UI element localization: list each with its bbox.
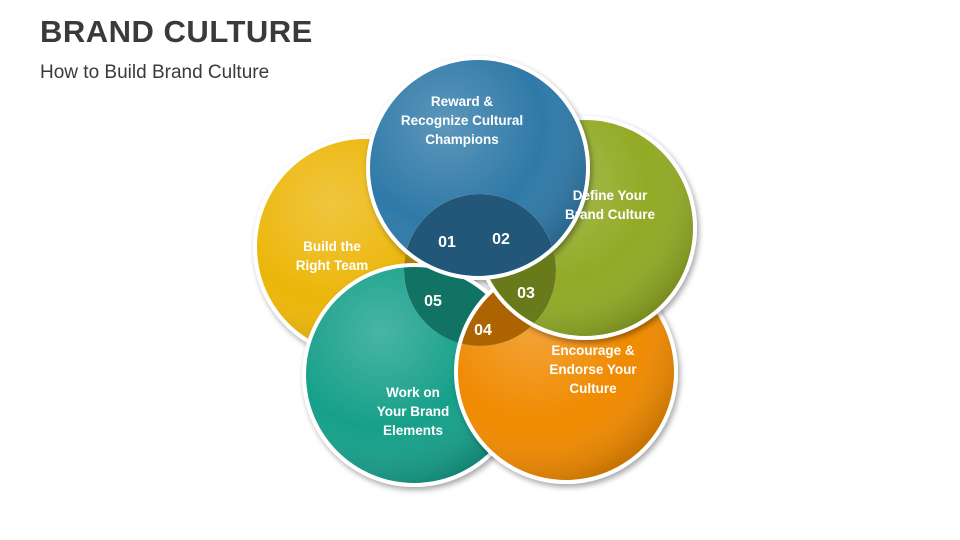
page-title: BRAND CULTURE (40, 14, 313, 49)
step-label-line: Endorse Your (549, 362, 637, 377)
step-label-line: Your Brand (377, 404, 450, 419)
petal-center-02 (473, 194, 556, 340)
step-label-line: Work on (386, 385, 440, 400)
step-label-line: Recognize Cultural (401, 113, 523, 128)
step-number-03: 03 (517, 285, 535, 302)
step-number-01: 01 (438, 234, 456, 251)
page-subtitle: How to Build Brand Culture (40, 62, 270, 83)
step-label-line: Right Team (296, 258, 369, 273)
step-label-line: Champions (425, 132, 499, 147)
step-number-05: 05 (424, 293, 442, 310)
step-label-line: Build the (303, 239, 361, 254)
step-number-02: 02 (492, 231, 510, 248)
petal-center-03 (454, 260, 556, 346)
step-label-line: Define Your (573, 188, 648, 203)
step-label-line: Elements (383, 423, 443, 438)
step-label-line: Encourage & (551, 343, 635, 358)
step-label-line: Culture (569, 381, 617, 396)
step-number-04: 04 (474, 322, 492, 339)
step-label-line: Reward & (431, 94, 494, 109)
petal-center-01 (404, 194, 556, 280)
step-label-line: Brand Culture (565, 207, 655, 222)
